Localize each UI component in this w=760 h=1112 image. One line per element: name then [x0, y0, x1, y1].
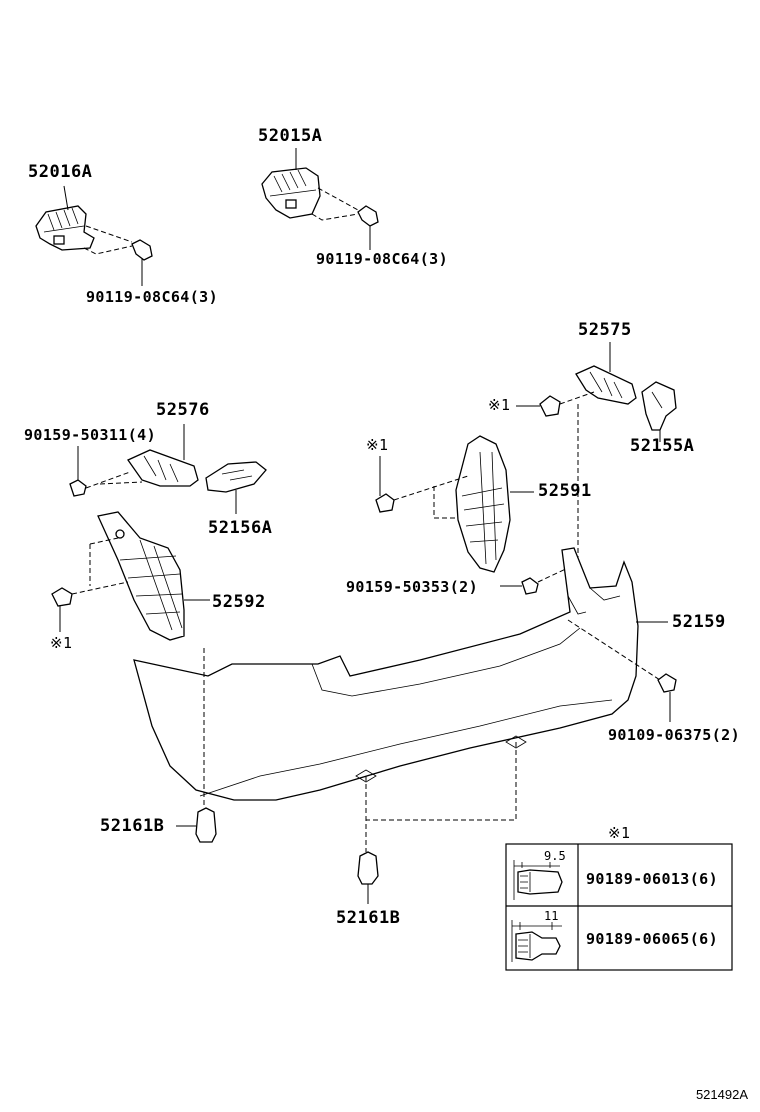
label-52016A: 52016A [28, 162, 93, 182]
label-52591: 52591 [538, 481, 592, 501]
bracket-52015A [261, 167, 321, 219]
clip-table [505, 843, 733, 971]
dash-52015A [311, 187, 359, 221]
label-90119-08C64-b: 90119-08C64(3) [316, 250, 449, 268]
clip-table-title: ※1 [608, 824, 631, 842]
label-90159-50311: 90159-50311(4) [24, 426, 157, 444]
label-90159-50353: 90159-50353(2) [346, 578, 479, 596]
clip-note-52591 [375, 456, 469, 519]
clip-icon-11 [511, 920, 562, 962]
clip-52161B-left [176, 648, 217, 843]
bracket-52575 [575, 365, 637, 405]
bumper-cover-52159 [133, 547, 639, 801]
dash-52016A [83, 225, 133, 255]
label-52155A: 52155A [630, 436, 695, 456]
note-mark-1-b: ※1 [366, 436, 389, 454]
bolt-90119-a [131, 239, 153, 286]
bracket-52591 [455, 435, 511, 573]
bracket-52155A [641, 381, 677, 431]
clip-table-part-number-1: 90189-06013(6) [586, 870, 719, 888]
label-90119-08C64-a: 90119-08C64(3) [86, 288, 219, 306]
label-52592: 52592 [212, 592, 266, 612]
label-52015A: 52015A [258, 126, 323, 146]
screw-90109-06375 [567, 619, 677, 722]
label-52161B-center: 52161B [336, 908, 401, 928]
bracket-52576 [127, 449, 199, 487]
label-52159: 52159 [672, 612, 726, 632]
screw-90159-50311 [69, 446, 143, 497]
clip-table-part-number-2: 90189-06065(6) [586, 930, 719, 948]
clip-table-dimension-2: 11 [544, 909, 559, 923]
note-mark-1-a: ※1 [488, 396, 511, 414]
diagram-reference-number: 521492A [695, 1087, 748, 1102]
note-mark-1-c: ※1 [50, 634, 73, 652]
label-52161B-left: 52161B [100, 816, 165, 836]
bracket-52016A [35, 205, 95, 251]
clip-table-dimension-1: 9.5 [544, 849, 566, 863]
bracket-52156A [205, 461, 267, 493]
clip-icon-9.5 [513, 860, 563, 900]
leader-52016A [63, 185, 69, 211]
clip-note-52592 [51, 537, 129, 632]
label-52156A: 52156A [208, 518, 273, 538]
label-52576: 52576 [156, 400, 210, 420]
bracket-52592 [97, 511, 185, 641]
label-90109-06375: 90109-06375(2) [608, 726, 741, 744]
screw-90159-50353 [500, 565, 573, 595]
bolt-90119-b [357, 205, 379, 250]
clip-52161B-center [357, 742, 517, 904]
label-52575: 52575 [578, 320, 632, 340]
